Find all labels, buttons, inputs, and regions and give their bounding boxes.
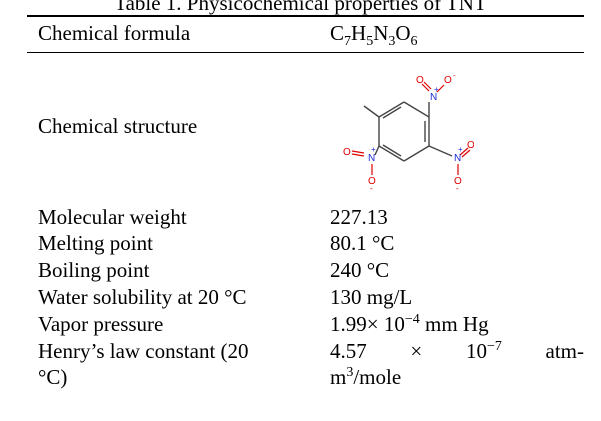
nitro-bonds — [351, 81, 471, 175]
charge-minus: - — [456, 184, 459, 191]
nitrogen-atom: N — [454, 153, 461, 164]
oxygen-atom: O — [444, 75, 452, 86]
table-caption: Table 1. Physicochemical properties of T… — [114, 0, 487, 15]
row-value: 4.57 × 10−7 atm- — [330, 339, 584, 363]
oxygen-atom: O — [454, 176, 462, 187]
oxygen-atom: O — [343, 147, 351, 158]
nitrogen-atom: N — [368, 153, 375, 164]
row-value: 1.99× 10−4 mm Hg — [330, 312, 489, 336]
row-label: Vapor pressure — [38, 312, 164, 336]
row-value: m3/mole — [330, 365, 402, 389]
row-label: Henry’s law constant (20 — [38, 339, 249, 363]
ring-bonds — [363, 101, 453, 162]
tnt-structure-diagram: O N + O - O N + O - N + O O - — [343, 71, 474, 191]
row-label: Molecular weight — [38, 205, 187, 229]
row-value: 130 mg/L — [330, 285, 413, 309]
row-label: Water solubility at 20 °C — [38, 285, 247, 309]
table-header-rule — [27, 52, 584, 53]
row-label: Melting point — [38, 231, 153, 255]
row-label: Boiling point — [38, 258, 150, 282]
charge-plus: + — [458, 145, 463, 154]
oxygen-atom: O — [467, 140, 474, 151]
row-label: °C) — [38, 365, 68, 389]
oxygen-atom: O — [368, 176, 376, 187]
nitrogen-atom: N — [430, 92, 437, 103]
formula-label: Chemical formula — [38, 21, 191, 45]
structure-label: Chemical structure — [38, 114, 198, 138]
row-value: 240 °C — [330, 258, 390, 282]
table-top-rule — [27, 15, 584, 17]
row-value: 80.1 °C — [330, 231, 395, 255]
charge-plus: + — [371, 145, 376, 154]
formula-value: C7H5N3O6 — [330, 21, 418, 50]
oxygen-atom: O — [416, 75, 424, 86]
row-value: 227.13 — [330, 205, 388, 229]
charge-plus: + — [434, 85, 439, 94]
charge-minus: - — [370, 184, 373, 191]
charge-minus: - — [453, 71, 456, 80]
